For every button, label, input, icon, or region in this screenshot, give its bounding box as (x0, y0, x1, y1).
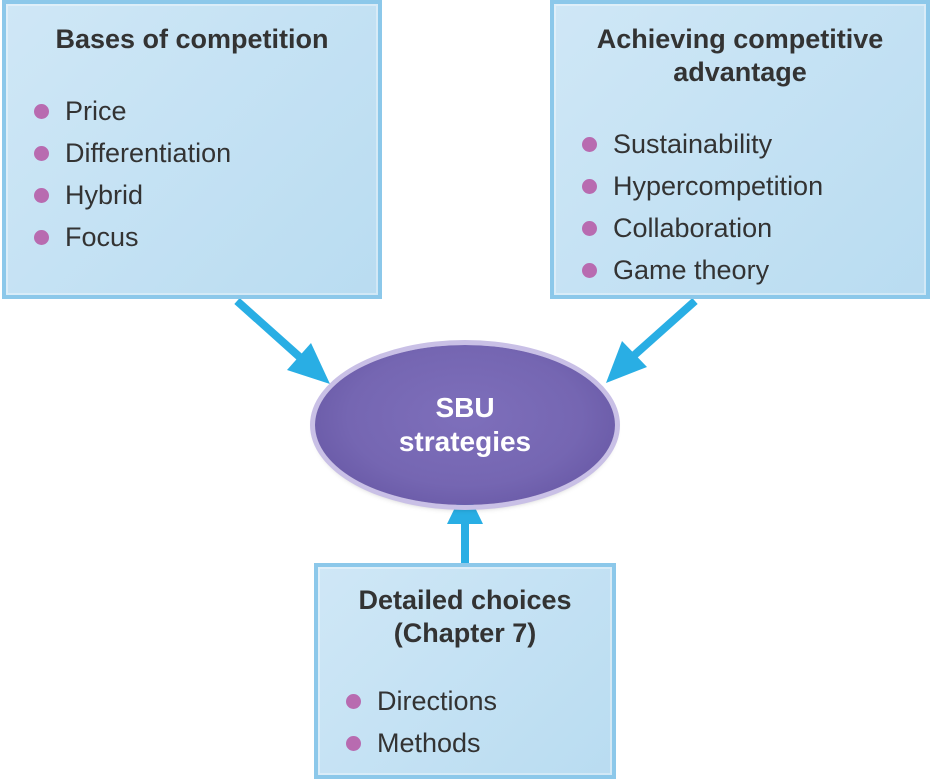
detailed-choices-list: Directions Methods (318, 650, 612, 764)
list-item-label: Collaboration (613, 212, 773, 243)
list-item: Sustainability (582, 123, 926, 165)
list-item: Differentiation (34, 132, 378, 174)
list-item-label: Price (65, 95, 127, 126)
bullet-dot (34, 145, 49, 161)
bullet-dot (34, 103, 49, 119)
list-item: Focus (34, 216, 378, 258)
arrow-bases-to-center (234, 298, 330, 384)
arrow-achieving-to-center (606, 298, 698, 383)
list-item-label: Game theory (613, 254, 770, 285)
arrow-detailed-to-center (447, 487, 483, 565)
list-item-label: Sustainability (613, 128, 773, 159)
bullet-dot (582, 262, 597, 278)
list-item-label: Differentiation (65, 137, 232, 168)
bullet-dot (582, 178, 597, 194)
bullet-dot (34, 187, 49, 203)
list-item-label: Methods (377, 727, 481, 758)
bullet-dot (582, 136, 597, 152)
list-item: Game theory (582, 249, 926, 291)
achieving-competitive-advantage-title: Achieving competitive advantage (596, 24, 884, 87)
list-item-label: Focus (65, 221, 139, 252)
list-item: Methods (346, 722, 612, 764)
sbu-strategies-label: SBU strategies (398, 392, 532, 457)
bases-of-competition-title: Bases of competition (55, 24, 329, 54)
bullet-dot (34, 229, 49, 245)
detailed-choices-box: Detailed choices (Chapter 7) Directions … (314, 563, 616, 779)
list-item: Hybrid (34, 174, 378, 216)
bases-of-competition-list: Price Differentiation Hybrid Focus (6, 56, 378, 258)
list-item-label: Hybrid (65, 179, 144, 210)
list-item: Price (34, 90, 378, 132)
list-item: Directions (346, 680, 612, 722)
sbu-strategies-node: SBU strategies (315, 345, 615, 505)
bullet-dot (346, 735, 361, 751)
bullet-dot (582, 220, 597, 236)
bases-of-competition-box: Bases of competition Price Differentiati… (2, 0, 382, 299)
list-item: Collaboration (582, 207, 926, 249)
achieving-competitive-advantage-list: Sustainability Hypercompetition Collabor… (554, 89, 926, 291)
achieving-competitive-advantage-box: Achieving competitive advantage Sustaina… (550, 0, 930, 299)
list-item-label: Directions (377, 685, 498, 716)
list-item: Hypercompetition (582, 165, 926, 207)
detailed-choices-title: Detailed choices (Chapter 7) (358, 585, 572, 648)
bullet-dot (346, 693, 361, 709)
list-item-label: Hypercompetition (613, 170, 824, 201)
